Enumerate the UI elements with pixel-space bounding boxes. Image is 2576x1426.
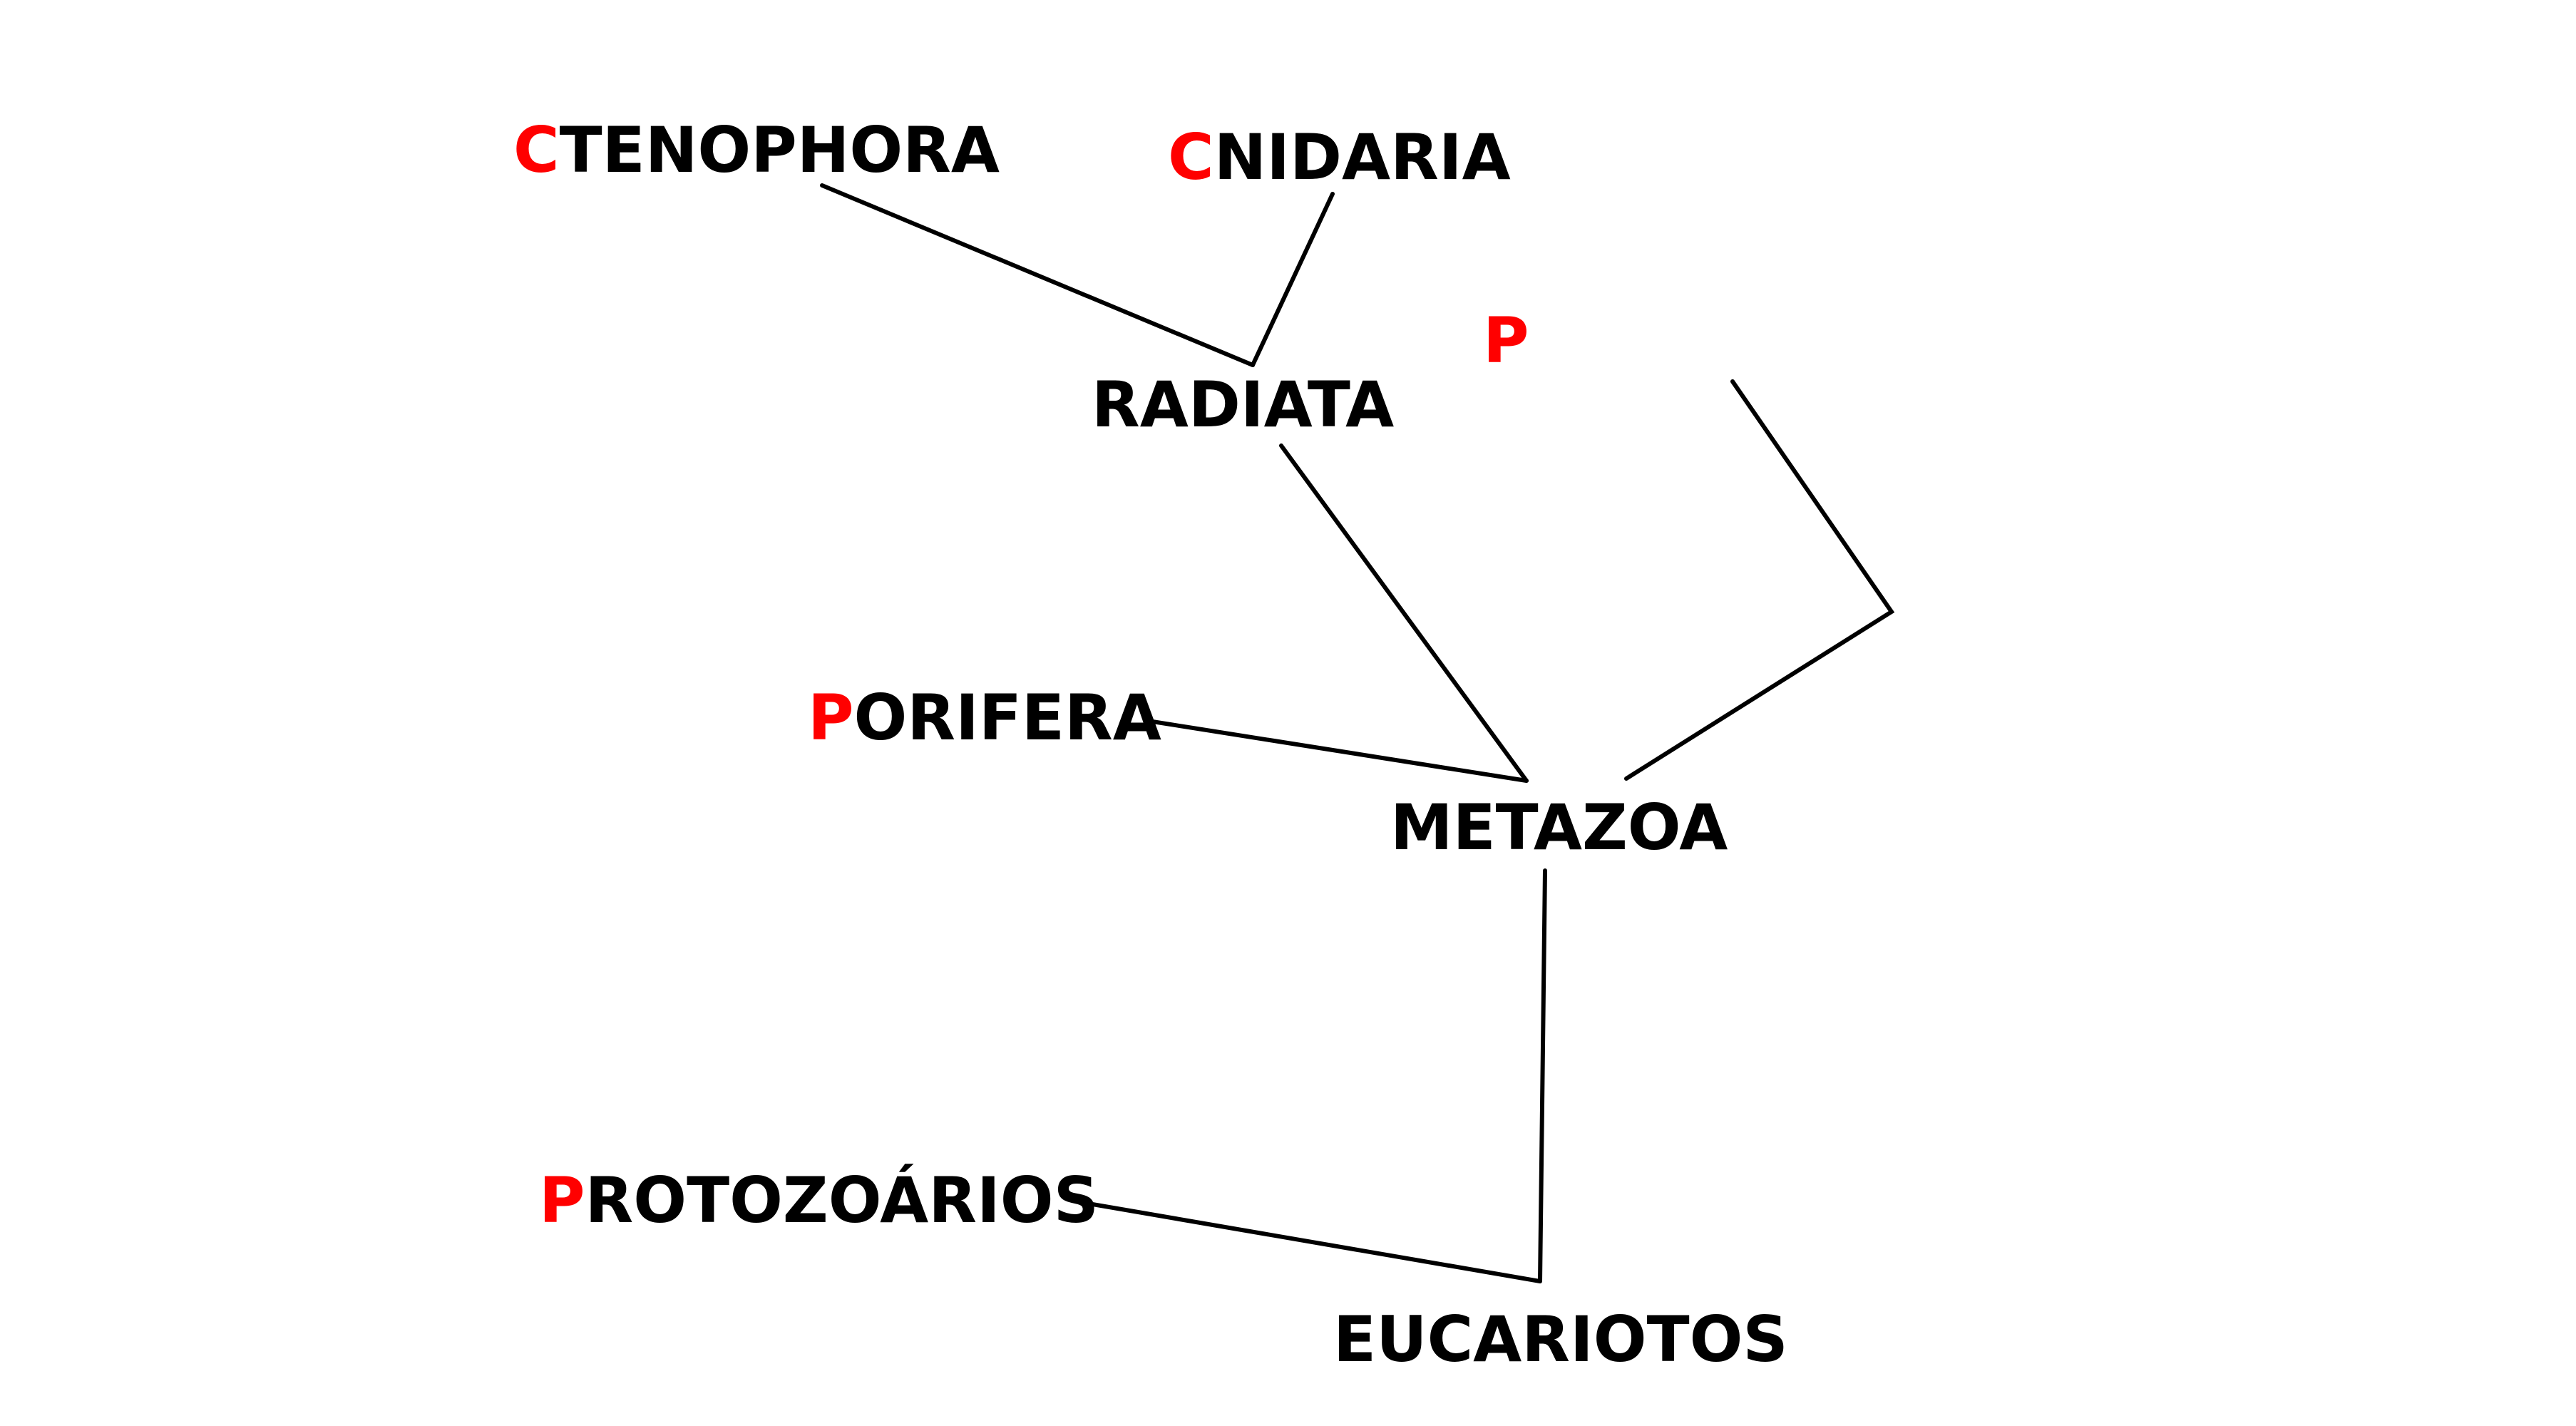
edge-porifera-metazoa xyxy=(1146,719,1529,783)
node-initial: P xyxy=(539,1164,585,1237)
node-ctenophora: CTENOPHORA xyxy=(513,119,1000,182)
edge-cnidaria-radiata xyxy=(1251,192,1335,367)
node-text: ROTOZOÁRIOS xyxy=(585,1164,1099,1237)
node-initial: P xyxy=(1483,304,1529,377)
node-porifera: PORIFERA xyxy=(808,687,1161,749)
node-text: TENOPHORA xyxy=(559,113,1000,187)
edge-p-metazoa xyxy=(1624,379,1895,781)
edge-protozoarios-eucariotos xyxy=(1078,1200,1542,1283)
node-eucariotos: EUCARIOTOS xyxy=(1333,1308,1788,1371)
node-text: RADIATA xyxy=(1092,368,1395,441)
node-protozoarios: PROTOZOÁRIOS xyxy=(539,1169,1099,1232)
node-text: NIDARIA xyxy=(1213,120,1511,194)
node-metazoa: METAZOA xyxy=(1390,796,1728,859)
node-cnidaria: CNIDARIA xyxy=(1168,126,1511,189)
edge-radiata-metazoa xyxy=(1279,443,1529,783)
node-initial: C xyxy=(1168,120,1214,194)
node-radiata: RADIATA xyxy=(1092,374,1394,436)
node-initial: C xyxy=(513,113,560,187)
edge-metazoa-eucariotos xyxy=(1538,868,1547,1283)
node-text: ORIFERA xyxy=(853,681,1161,754)
node-p-placeholder: P xyxy=(1483,309,1529,372)
node-initial: P xyxy=(808,681,854,754)
node-text: EUCARIOTOS xyxy=(1333,1303,1788,1376)
edge-ctenophora-radiata xyxy=(820,183,1255,367)
node-text: METAZOA xyxy=(1390,791,1728,864)
